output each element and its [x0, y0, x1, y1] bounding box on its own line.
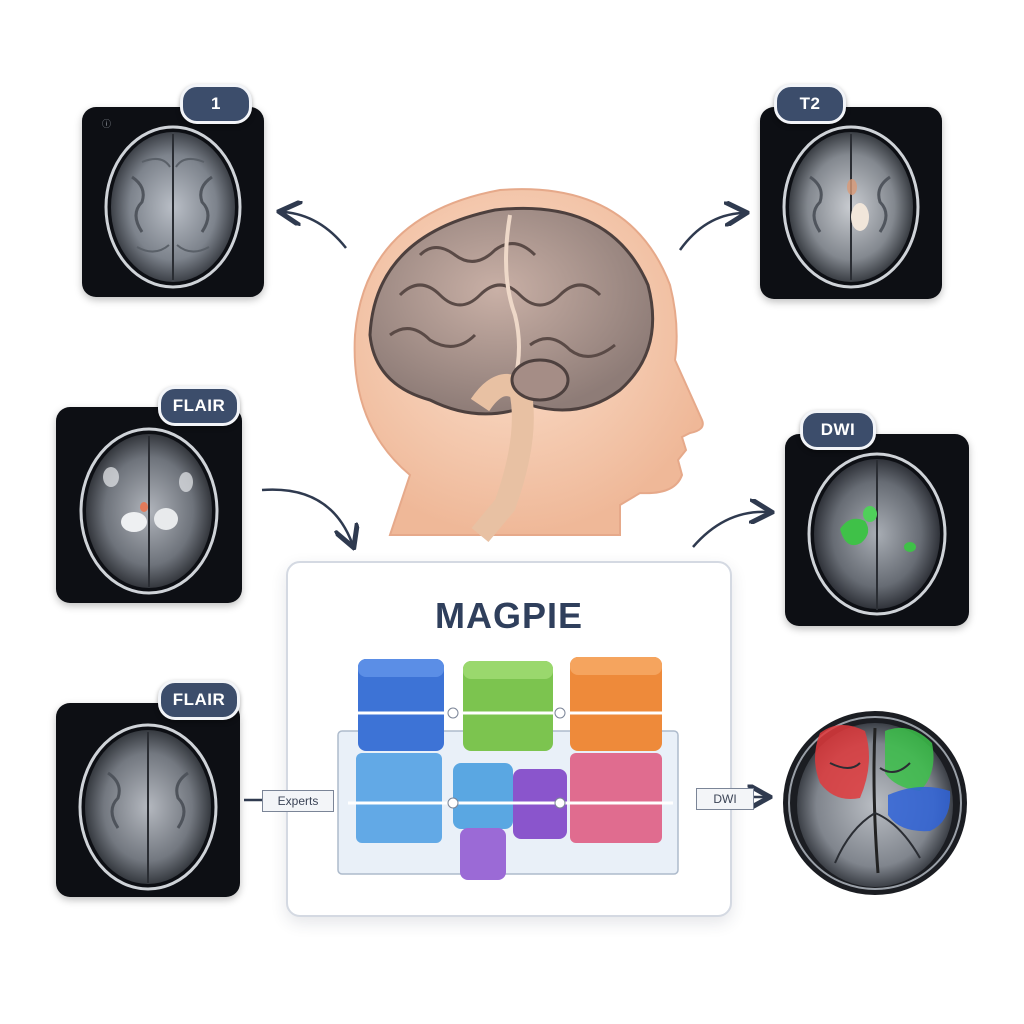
head-brain-illustration: [353, 188, 704, 543]
mri-scan-top-right: [760, 107, 942, 299]
expert-block-green: [463, 661, 553, 751]
mri-scan-top-left: ⓘ: [82, 107, 264, 297]
expert-block-violet: [460, 828, 506, 880]
scan-label-badge: 1: [180, 84, 252, 124]
expert-block-blue: [358, 659, 444, 751]
expert-block-light-blue: [356, 753, 442, 843]
mri-scan-mid-left: [56, 407, 242, 603]
expert-block-sky: [453, 763, 513, 829]
expert-block-pink: [570, 753, 662, 843]
experts-tag: Experts: [262, 790, 334, 812]
mri-scan-bottom-left: [56, 703, 240, 897]
brain-axial-image: [782, 125, 920, 289]
output-tag: DWI: [696, 788, 754, 810]
svg-text:ⓘ: ⓘ: [102, 119, 111, 129]
expert-block-orange: [570, 657, 662, 751]
model-title: MAGPIE: [434, 595, 583, 636]
brain-axial-image: [807, 452, 947, 616]
brain-axial-image: ⓘ: [102, 119, 242, 289]
region-green: [885, 727, 934, 791]
model-panel: MAGPIE: [286, 561, 732, 917]
brain-axial-image: [78, 723, 218, 891]
scan-label-badge: FLAIR: [158, 386, 240, 426]
scan-label-badge: DWI: [800, 410, 876, 450]
region-blue: [888, 786, 951, 832]
segmented-brain-output: [783, 711, 967, 895]
experts-blocks: [337, 657, 679, 880]
brain-axial-image: [79, 427, 219, 595]
scan-label-badge: T2: [774, 84, 846, 124]
mri-scan-mid-right: [785, 434, 969, 626]
region-red: [815, 724, 869, 799]
scan-label-badge: FLAIR: [158, 680, 240, 720]
